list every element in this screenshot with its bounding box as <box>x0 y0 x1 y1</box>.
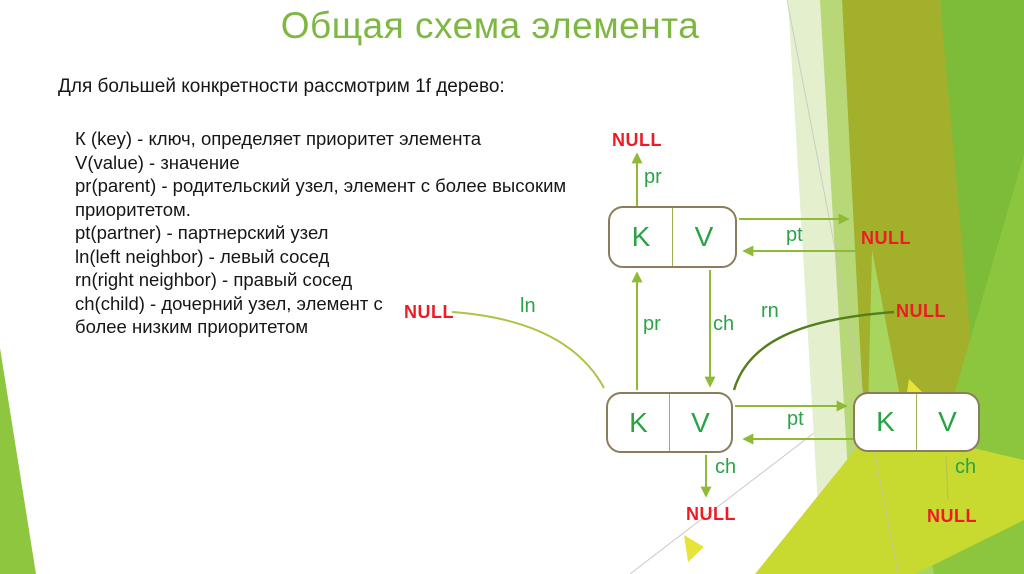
null-ln: NULL <box>404 302 454 322</box>
node-key-cell: K <box>876 406 895 437</box>
arrow-ch-right-faint <box>945 455 949 501</box>
intro-text: Для большей конкретности рассмотрим 1f д… <box>58 76 505 97</box>
definition-line: rn(right neighbor) - правый сосед <box>75 269 353 290</box>
background-triangle <box>684 535 704 562</box>
definition-line: V(value) - значение <box>75 151 240 173</box>
node-value-cell: V <box>916 394 978 450</box>
node-key-cell: K <box>631 221 651 252</box>
null-right-top: NULL <box>861 228 911 248</box>
background-triangle <box>0 348 36 574</box>
edge-label-ch-bottom-left: ch <box>715 456 737 478</box>
background-triangle <box>788 0 864 574</box>
edge-label-ch-bottom-right: ch <box>955 456 977 478</box>
definition-line: ln(left neighbor) - левый сосед <box>75 245 330 267</box>
null-bottom-right: NULL <box>927 506 977 526</box>
null-rn: NULL <box>896 301 946 321</box>
edge-label-ch-mid: ch <box>713 313 735 335</box>
page-title: Общая схема элемента <box>280 5 700 46</box>
null-top: NULL <box>612 130 662 150</box>
background-triangle <box>842 0 1004 574</box>
node-value-cell: V <box>672 208 735 266</box>
background-triangle <box>940 0 1024 574</box>
null-bottom-left: NULL <box>686 504 736 524</box>
node-bottom-right: K V <box>853 392 980 452</box>
edge-label-ln: ln <box>520 295 536 317</box>
definition-list: К (key) - ключ, определяет приоритет эле… <box>75 127 566 339</box>
edge-label-pt-bottom: pt <box>787 408 804 430</box>
definition-line: приоритетом. <box>75 198 191 220</box>
edge-label-pr-mid: pr <box>643 313 661 335</box>
node-value-cell: V <box>669 394 731 451</box>
edge-label-pr-top: pr <box>644 166 662 188</box>
node-bottom-left: K V <box>606 392 733 453</box>
edge-label-pt-top: pt <box>786 224 803 246</box>
curve-rn <box>732 310 895 391</box>
background-triangle <box>820 0 882 574</box>
definition-line: pt(partner) - партнерский узел <box>75 222 329 243</box>
definition-line: более низким приоритетом <box>75 316 309 337</box>
definition-line: К (key) - ключ, определяет приоритет эле… <box>75 128 481 149</box>
edge-label-rn: rn <box>761 300 779 322</box>
definition-line: ch(child) - дочерний узел, элемент с <box>75 292 383 314</box>
definition-line: pr(parent) - родительский узел, элемент … <box>75 175 567 196</box>
node-top: K V <box>608 206 737 268</box>
decor-diagonal-line <box>786 0 899 574</box>
node-key-cell: K <box>629 406 648 438</box>
